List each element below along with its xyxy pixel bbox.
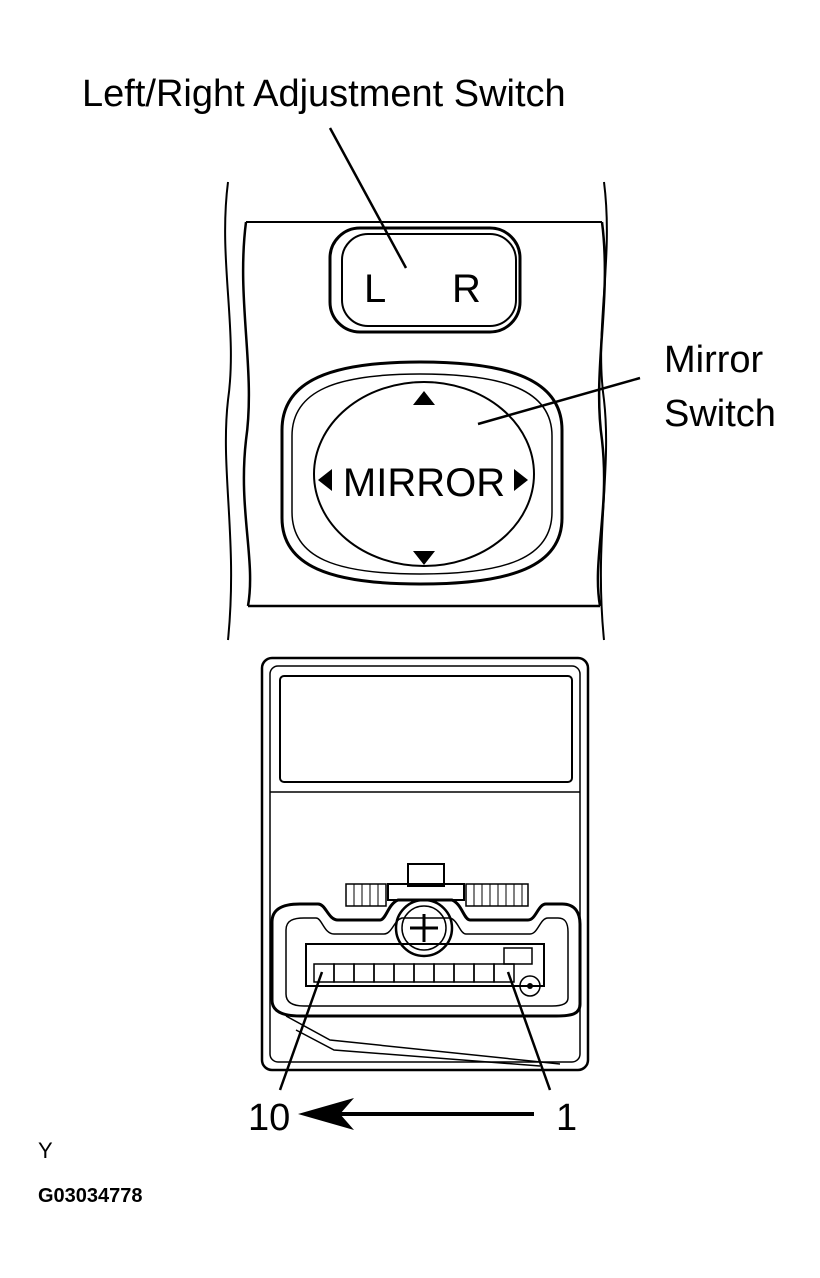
right-key-label: R <box>452 267 481 311</box>
up-arrow-icon <box>413 391 435 405</box>
connector-pins <box>313 963 515 983</box>
figure-id: G03034778 <box>38 1185 143 1207</box>
mirror-switch: MIRROR <box>280 360 564 586</box>
down-arrow-icon <box>413 551 435 565</box>
pin-10-leader <box>278 971 324 1091</box>
mirror-switch-leader <box>477 376 641 426</box>
arrow-left-icon <box>298 1098 354 1130</box>
pin-10-label: 10 <box>248 1097 290 1139</box>
mirror-switch-label-line2: Switch <box>664 393 776 435</box>
view-code: Y <box>38 1138 53 1163</box>
adjustment-switch-label: Left/Right Adjustment Switch <box>82 73 566 115</box>
left-arrow-icon <box>318 469 332 491</box>
left-right-adjustment-switch: L R <box>328 226 522 334</box>
right-arrow-icon <box>514 469 528 491</box>
switch-panel <box>224 181 608 641</box>
pin-1-leader <box>506 971 552 1091</box>
mirror-key-label: MIRROR <box>343 461 505 505</box>
switch-housing-rear <box>260 656 590 1072</box>
screw-icon <box>394 898 454 958</box>
adjustment-switch-leader <box>328 127 408 269</box>
pin-1-label: 1 <box>556 1097 577 1139</box>
left-key-label: L <box>364 267 386 311</box>
mirror-switch-label-line1: Mirror <box>664 339 764 381</box>
